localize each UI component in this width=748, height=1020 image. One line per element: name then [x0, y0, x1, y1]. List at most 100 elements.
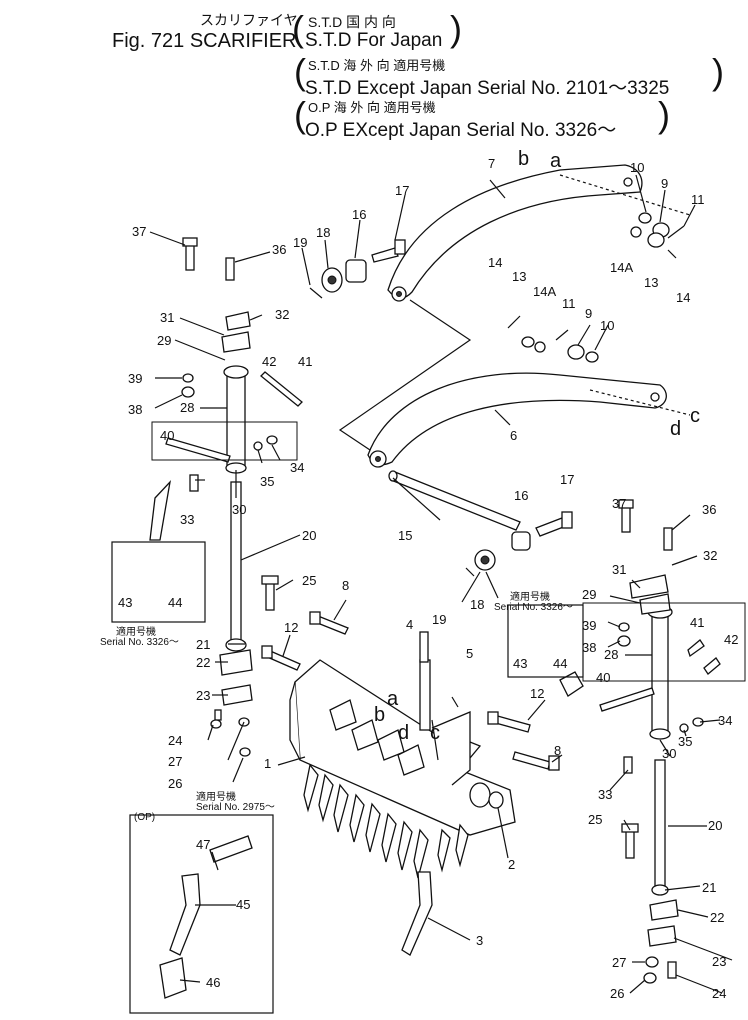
part-label-19b: 19 [432, 612, 447, 627]
scarifier-frame-part-1 [289, 659, 516, 879]
bracket-open-1: ( [292, 8, 304, 49]
part-label-18a: 18 [316, 225, 331, 240]
op-serial-en: Serial No. 2975～ [196, 802, 275, 813]
pin-part-4 [419, 631, 429, 663]
part-label-35b: 35 [678, 734, 693, 749]
left-serial-en: Serial No. 3326～ [100, 637, 179, 648]
part-label-32b: 32 [703, 548, 718, 563]
long-pin-part-15 [388, 470, 521, 531]
part-label-27a: 27 [168, 754, 183, 769]
part-label-9b: 9 [585, 306, 593, 321]
part-label-10a: 10 [630, 160, 645, 175]
part-label-17a: 17 [395, 183, 410, 198]
left-serial-jp: 適用号機 [116, 627, 156, 638]
part-label-36b: 36 [702, 502, 717, 517]
part-label-26a: 26 [168, 776, 183, 791]
bushing-group-upper-right [630, 212, 685, 259]
right-cylinder-assembly [559, 499, 721, 984]
part-label-10b: 10 [600, 318, 615, 333]
part-label-37b: 37 [612, 496, 627, 511]
part-label-39b: 39 [582, 618, 597, 633]
part-label-43b: 43 [513, 656, 528, 671]
part-label-24b: 24 [712, 986, 727, 1001]
header-line1-jp: S.T.D 国 内 向 [308, 14, 396, 30]
part-label-34a: 34 [290, 460, 305, 475]
header-line2-jp: S.T.D 海 外 向 適用号機 [308, 58, 446, 73]
part-label-16a: 16 [352, 207, 367, 222]
part-label-26b: 26 [610, 986, 625, 1001]
part-label-20b: 20 [708, 818, 723, 833]
part-label-11a: 11 [691, 192, 705, 207]
part-label-21a: 21 [196, 637, 211, 652]
part-label-29b: 29 [582, 587, 597, 602]
header-line3-jp: O.P 海 外 向 適用号機 [308, 100, 436, 115]
part-label-45: 45 [236, 897, 251, 912]
part-label-14b: 14 [488, 255, 503, 270]
bolts-8-12 [261, 611, 560, 771]
part-label-25a: 25 [302, 573, 317, 588]
left-cylinder-assembly [149, 237, 303, 757]
part-label-16b: 16 [514, 488, 529, 503]
part-label-14Ab: 14A [533, 284, 557, 299]
bracket-open-3: ( [294, 94, 306, 135]
part-label-25b: 25 [588, 812, 603, 827]
op-serial-jp: 適用号機 [196, 792, 236, 803]
part-label-47: 47 [196, 837, 211, 852]
part-label-23a: 23 [196, 688, 211, 703]
part-label-34b: 34 [718, 713, 733, 728]
bushing-group-middle [507, 315, 599, 363]
right-serial-jp: 適用号機 [510, 592, 550, 603]
part-label-12b: 12 [530, 686, 545, 701]
part-label-42b: 42 [724, 632, 739, 647]
op-box-label: (OP) [134, 812, 156, 823]
part-label-4: 4 [406, 617, 414, 632]
bracket-open-2: ( [294, 51, 306, 92]
op-box [129, 814, 274, 1014]
leader-arm-link [338, 299, 472, 451]
letter-d-frame: d [398, 722, 410, 744]
part-label-2: 2 [508, 857, 516, 872]
part-label-38a: 38 [128, 402, 143, 417]
part-label-41b: 41 [690, 615, 705, 630]
part-label-5: 5 [466, 646, 474, 661]
part-label-38b: 38 [582, 640, 597, 655]
pin-group-middle [465, 511, 573, 577]
part-label-31a: 31 [160, 310, 175, 325]
part-label-15: 15 [398, 528, 413, 543]
shank-part-45 [169, 873, 201, 956]
letter-c-right: c [690, 405, 700, 427]
part-label-35a: 35 [260, 474, 275, 489]
tooth-part-3 [401, 871, 433, 956]
letter-b-frame: b [374, 704, 386, 726]
adapter-part-47 [209, 835, 253, 863]
header-jp-title: スカリファイヤ [200, 12, 298, 28]
header-line3-en: O.P EXcept Japan Serial No. 3326～ [305, 120, 617, 141]
part-label-12a: 12 [284, 620, 299, 635]
part-label-28b: 28 [604, 647, 619, 662]
part-label-17b: 17 [560, 472, 575, 487]
header-line2-en: S.T.D Except Japan Serial No. 2101～3325 [305, 78, 670, 99]
figure-title: Fig. 721 SCARIFIER [112, 30, 297, 52]
letter-a-top: a [550, 150, 562, 172]
lower-arm-part-6 [367, 372, 667, 468]
part-label-13a: 13 [644, 275, 659, 290]
tip-part-46 [159, 957, 187, 999]
part-label-8b: 8 [554, 743, 562, 758]
part-label-7: 7 [488, 156, 496, 171]
part-label-29a: 29 [157, 333, 172, 348]
part-label-33a: 33 [180, 512, 195, 527]
pin-group-top [309, 239, 406, 299]
part-label-28a: 28 [180, 400, 195, 415]
letter-c-frame: c [430, 722, 440, 744]
part-label-39a: 39 [128, 371, 143, 386]
letter-d-right: d [670, 418, 682, 440]
part-label-21b: 21 [702, 880, 717, 895]
part-label-36a: 36 [272, 242, 287, 257]
part-label-18b: 18 [470, 597, 485, 612]
part-label-23b: 23 [712, 954, 727, 969]
axis-line-cd [589, 389, 691, 416]
part-label-31b: 31 [612, 562, 627, 577]
part-label-30b: 30 [662, 746, 677, 761]
bracket-close-1: ) [450, 8, 462, 49]
